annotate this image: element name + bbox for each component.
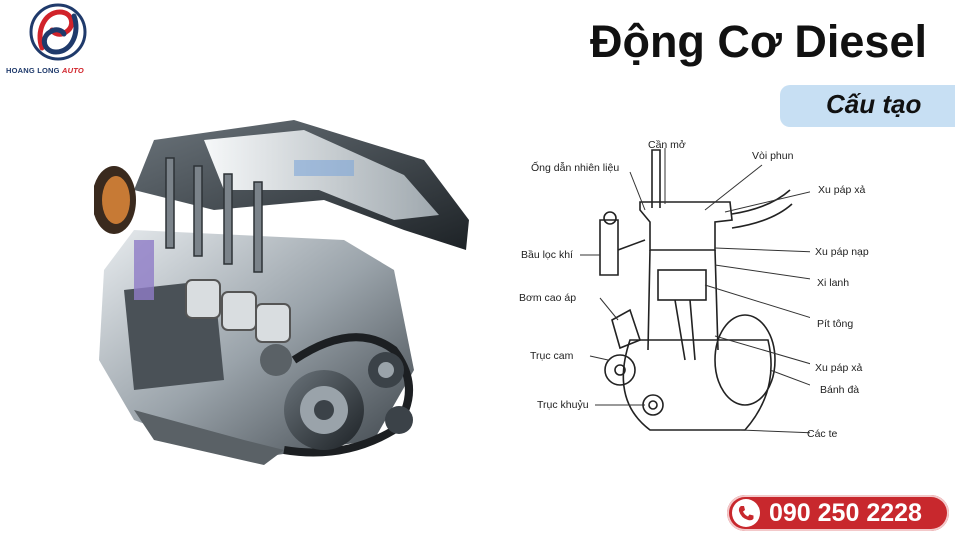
label-cac-te: Các te: [807, 428, 838, 440]
label-xu-pap-xa-top: Xu páp xả: [818, 184, 866, 196]
label-xi-lanh: Xi lanh: [817, 277, 850, 289]
brand-logo: HOANG LONG AUTO: [6, 2, 106, 82]
label-bom-cao-ap: Bơm cao áp: [519, 292, 577, 304]
label-xu-pap-nap: Xu páp nạp: [815, 246, 869, 258]
phone-number: 090 250 2228: [769, 499, 922, 527]
page-title: Động Cơ Diesel: [589, 16, 927, 67]
label-truc-khuyu: Trục khuỷu: [537, 399, 589, 411]
phone-contact-button[interactable]: 090 250 2228: [727, 495, 949, 531]
page-subtitle: Cấu tạo: [826, 89, 922, 119]
label-can-mo: Cần mở: [648, 139, 686, 151]
logo-text: HOANG LONG AUTO: [6, 66, 84, 75]
label-xu-pap-xa-bottom: Xu páp xả: [815, 362, 863, 374]
logo-mark-icon: [29, 3, 87, 61]
phone-icon: [732, 499, 760, 527]
label-ong-dan-nhien-lieu: Ống dẫn nhiên liệu: [531, 162, 620, 174]
engine-schematic: [580, 148, 810, 434]
label-voi-phun: Vòi phun: [752, 150, 794, 162]
subtitle-banner: [780, 85, 955, 127]
label-bau-loc-khi: Bầu lọc khí: [521, 249, 573, 261]
label-banh-da: Bánh đà: [820, 384, 860, 396]
label-truc-cam: Trục cam: [530, 350, 574, 362]
label-pit-tong: Pít tông: [817, 318, 854, 330]
engine-illustration: [94, 120, 469, 465]
